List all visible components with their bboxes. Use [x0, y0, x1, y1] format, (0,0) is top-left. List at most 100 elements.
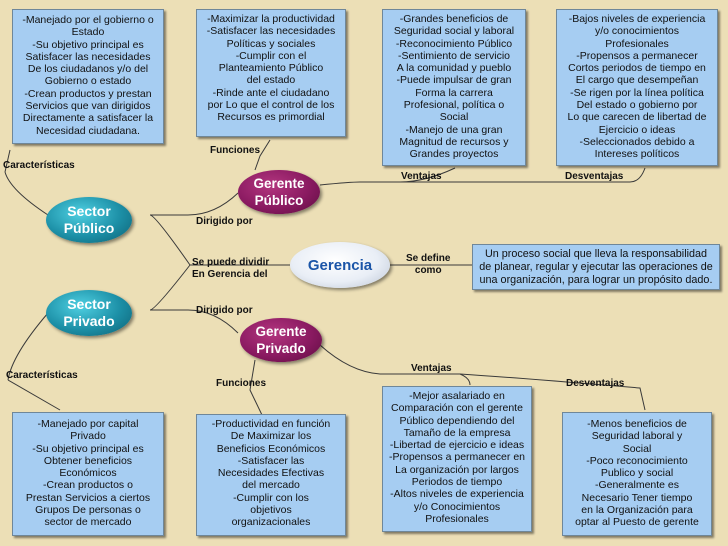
text-line: Periodos de tiempo	[411, 476, 503, 489]
gerente-publico-ventajas-label: Ventajas	[401, 171, 442, 182]
gerente-publico-desventajas-label: Desventajas	[565, 171, 624, 182]
text-line: -Sentimiento de servicio	[397, 49, 511, 62]
text-line: del estado	[246, 74, 296, 87]
text-line: y/o conocimientos	[594, 25, 680, 38]
node-label-line: Privado	[256, 341, 306, 356]
connector-line: Se define	[406, 253, 451, 264]
text-line: Profesionales	[605, 37, 669, 50]
text-line: Profesionales	[425, 512, 489, 525]
text-line: Forma la carrera	[415, 86, 493, 99]
text-line: Publico y social	[600, 467, 674, 480]
text-line: Políticas y sociales	[226, 37, 316, 50]
text-line: -Se rigen por la línea política	[570, 86, 704, 99]
gerente-publico-funciones-box: -Maximizar la productividad -Satisfacer …	[196, 9, 346, 137]
text-line: -Manejado por capital	[37, 418, 139, 430]
text-line: Directamente a satisfacer la	[22, 112, 154, 125]
text-line: sector de mercado	[44, 516, 132, 529]
text-line: -Satisfacer las necesidades	[206, 25, 336, 38]
text-line: -Crean productos y prestan	[24, 87, 152, 100]
text-line: Estado	[71, 26, 105, 39]
text-line: Grandes proyectos	[409, 148, 499, 161]
text-line: Social	[439, 111, 469, 124]
text-line: -Altos niveles de experiencia	[390, 488, 524, 501]
text-line: por Lo que el control de los	[207, 99, 335, 112]
text-line: Cortos periodos de tiempo en	[568, 62, 706, 75]
gerente-privado-funciones-box: -Productividad en función De Maximizar l…	[196, 414, 346, 536]
text-line: -Cumplir con el	[235, 49, 307, 62]
text-line: -Maximizar la productividad	[207, 13, 335, 25]
text-line: -Crean productos o	[43, 479, 133, 492]
gerente-publico-node: Gerente Público	[238, 170, 320, 214]
text-line: -Grandes beneficios de	[399, 13, 509, 25]
text-line: Gobierno o estado	[44, 75, 132, 88]
gerente-publico-funciones-label: Funciones	[210, 145, 261, 156]
sector-privado-caracteristicas-box: -Manejado por capital Privado -Su objeti…	[12, 412, 164, 536]
text-line: organizacionales	[231, 516, 311, 529]
text-line: Prestan Servicios a ciertos	[25, 491, 151, 504]
text-line: Intereses políticos	[594, 148, 680, 161]
text-line: De los ciudadanos y/o del	[27, 63, 149, 76]
text-line: Obtener beneficios	[43, 454, 133, 467]
text-line: Social	[622, 442, 652, 455]
text-line: -Cumplir con los	[233, 491, 309, 504]
text-line: Ejercicio o ideas	[598, 123, 676, 136]
text-line: -Libertad de ejercicio e ideas	[389, 439, 525, 452]
text-line: Magnitud de recursos y	[399, 135, 509, 148]
text-line: y/o Conocimientos	[413, 500, 501, 513]
text-line: Público dependiendo del	[399, 414, 515, 427]
gerente-publico-ventajas-box: -Grandes beneficios de Seguridad social …	[382, 9, 526, 166]
text-line: Del estado o gobierno por	[576, 99, 698, 112]
text-line: -Manejo de una gran	[405, 123, 503, 136]
text-line: Servicios que van dirigidos	[25, 100, 151, 113]
text-line: Privado	[70, 430, 106, 443]
text-line: -Bajos niveles de experiencia	[568, 13, 706, 25]
text-line: de planear, regular y ejecutar las opera…	[479, 261, 713, 273]
text-line: La organización por largos	[395, 463, 519, 476]
text-line: Planteamiento Público	[218, 62, 324, 75]
text-line: -Seleccionados debido a	[579, 135, 695, 148]
sector-publico-dirigido-label: Dirigido por	[196, 216, 253, 227]
node-label-line: Gerente	[255, 324, 307, 339]
text-line: -Propensos a permanecer en	[389, 451, 525, 464]
text-line: -Satisfacer las	[237, 454, 305, 467]
gerencia-label: Gerencia	[307, 256, 373, 274]
text-line: -Propensos a permanecer	[576, 49, 698, 62]
text-line: del mercado	[242, 479, 300, 492]
gerente-privado-funciones-label: Funciones	[216, 378, 267, 389]
node-label-line: Gerente	[253, 176, 305, 191]
text-line: -Mejor asalariado en	[409, 390, 505, 402]
text-line: Necesario Tener tiempo	[581, 491, 693, 504]
node-label-line: Privado	[63, 313, 115, 329]
gerente-privado-ventajas-box: -Mejor asalariado en Comparación con el …	[382, 386, 532, 532]
text-line: Lo que carecen de libertad de	[567, 111, 707, 124]
gerente-publico-desventajas-box: -Bajos niveles de experiencia y/o conoci…	[556, 9, 718, 166]
division-label: Se puede dividir En Gerencia del	[192, 257, 269, 281]
text-line: Económicos	[59, 467, 117, 480]
sector-privado-caracteristicas-label: Características	[6, 370, 78, 381]
text-line: Grupos De personas o	[35, 504, 141, 517]
text-line: El cargo que desempeñan	[575, 74, 699, 87]
text-line: A la comunidad y pueblo	[396, 62, 512, 75]
gerencia-node: Gerencia	[290, 242, 390, 288]
sector-publico-caracteristicas-label: Características	[3, 160, 75, 171]
text-line: -Productividad en función	[211, 418, 331, 430]
sector-privado-dirigido-label: Dirigido por	[196, 305, 253, 316]
text-line: -Generalmente es	[594, 479, 680, 492]
text-line: Seguridad social y laboral	[393, 25, 515, 38]
text-line: en la Organización para	[581, 504, 693, 517]
division-label-line: En Gerencia del	[192, 269, 268, 280]
gerente-privado-ventajas-label: Ventajas	[411, 363, 452, 374]
text-line: objetivos	[250, 504, 292, 517]
text-line: -Poco reconocimiento	[586, 454, 688, 467]
text-line: Satisfacer las necesidades	[25, 50, 151, 63]
text-line: Necesidades Efectivas	[217, 467, 325, 480]
sector-publico-caracteristicas-box: -Manejado por el gobierno o Estado -Su o…	[12, 9, 164, 144]
node-label-line: Público	[63, 220, 115, 236]
text-line: -Reconocimiento Público	[395, 37, 513, 50]
node-label-line: Público	[254, 193, 304, 208]
gerente-privado-node: Gerente Privado	[240, 318, 322, 362]
text-line: Comparación con el gerente	[391, 402, 523, 415]
connector-line: como	[414, 265, 442, 276]
text-line: Profesional, política o	[403, 99, 505, 112]
text-line: -Manejado por el gobierno o	[22, 14, 154, 26]
